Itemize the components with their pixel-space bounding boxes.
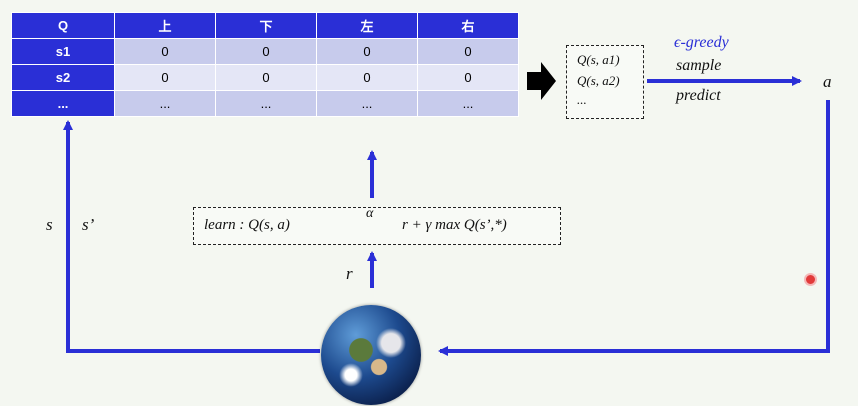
q-cell: ... [215, 90, 317, 117]
q-value-line: Q(s, a2) [577, 73, 620, 88]
state-s-label: s [46, 215, 53, 234]
state-label: s2 [11, 64, 115, 91]
q-cell: 0 [316, 64, 418, 91]
table-row: ... ... ... ... ... [11, 90, 519, 117]
q-table-header-down: 下 [215, 12, 317, 39]
q-table-header-left: 左 [316, 12, 418, 39]
sample-label: sample [676, 57, 722, 74]
q-value-line: ... [577, 92, 587, 107]
q-value-line: Q(s, a1) [577, 52, 620, 67]
q-table-header-q: Q [11, 12, 115, 39]
q-values-box: Q(s, a1) Q(s, a2) ... [566, 45, 644, 119]
epsilon-greedy-label: ϵ-greedy [674, 34, 729, 51]
q-cell: 0 [316, 38, 418, 65]
q-table-header-right: 右 [417, 12, 519, 39]
state-label: s1 [11, 38, 115, 65]
learn-right-text: r + γ max Q(s’,*) [402, 217, 507, 233]
state-s-prime-label: s’ [82, 215, 95, 234]
state-label: ... [11, 90, 115, 117]
q-cell: 0 [215, 64, 317, 91]
q-table-header-row: Q 上 下 左 右 [11, 12, 519, 39]
q-cell: ... [114, 90, 216, 117]
reward-label: r [346, 264, 353, 283]
learn-left-text: learn : Q(s, a) [204, 217, 290, 233]
q-cell: ... [417, 90, 519, 117]
q-cell: 0 [417, 38, 519, 65]
state-feedback-line [63, 120, 320, 353]
pointer-dot [804, 273, 817, 286]
learn-box: learn : Q(s, a) α r + γ max Q(s’,*) [193, 206, 561, 245]
action-to-env-line [438, 100, 830, 356]
q-cell: ... [316, 90, 418, 117]
q-cell: 0 [114, 38, 216, 65]
black-right-arrow-icon [527, 62, 556, 100]
alpha-label: α [366, 206, 374, 221]
predict-label: predict [676, 87, 721, 104]
q-cell: 0 [114, 64, 216, 91]
q-table: Q 上 下 左 右 s1 0 0 0 0 s2 0 0 0 0 [11, 12, 519, 117]
table-row: s1 0 0 0 0 [11, 38, 519, 65]
action-label: a [823, 72, 832, 91]
earth-icon [321, 305, 421, 405]
